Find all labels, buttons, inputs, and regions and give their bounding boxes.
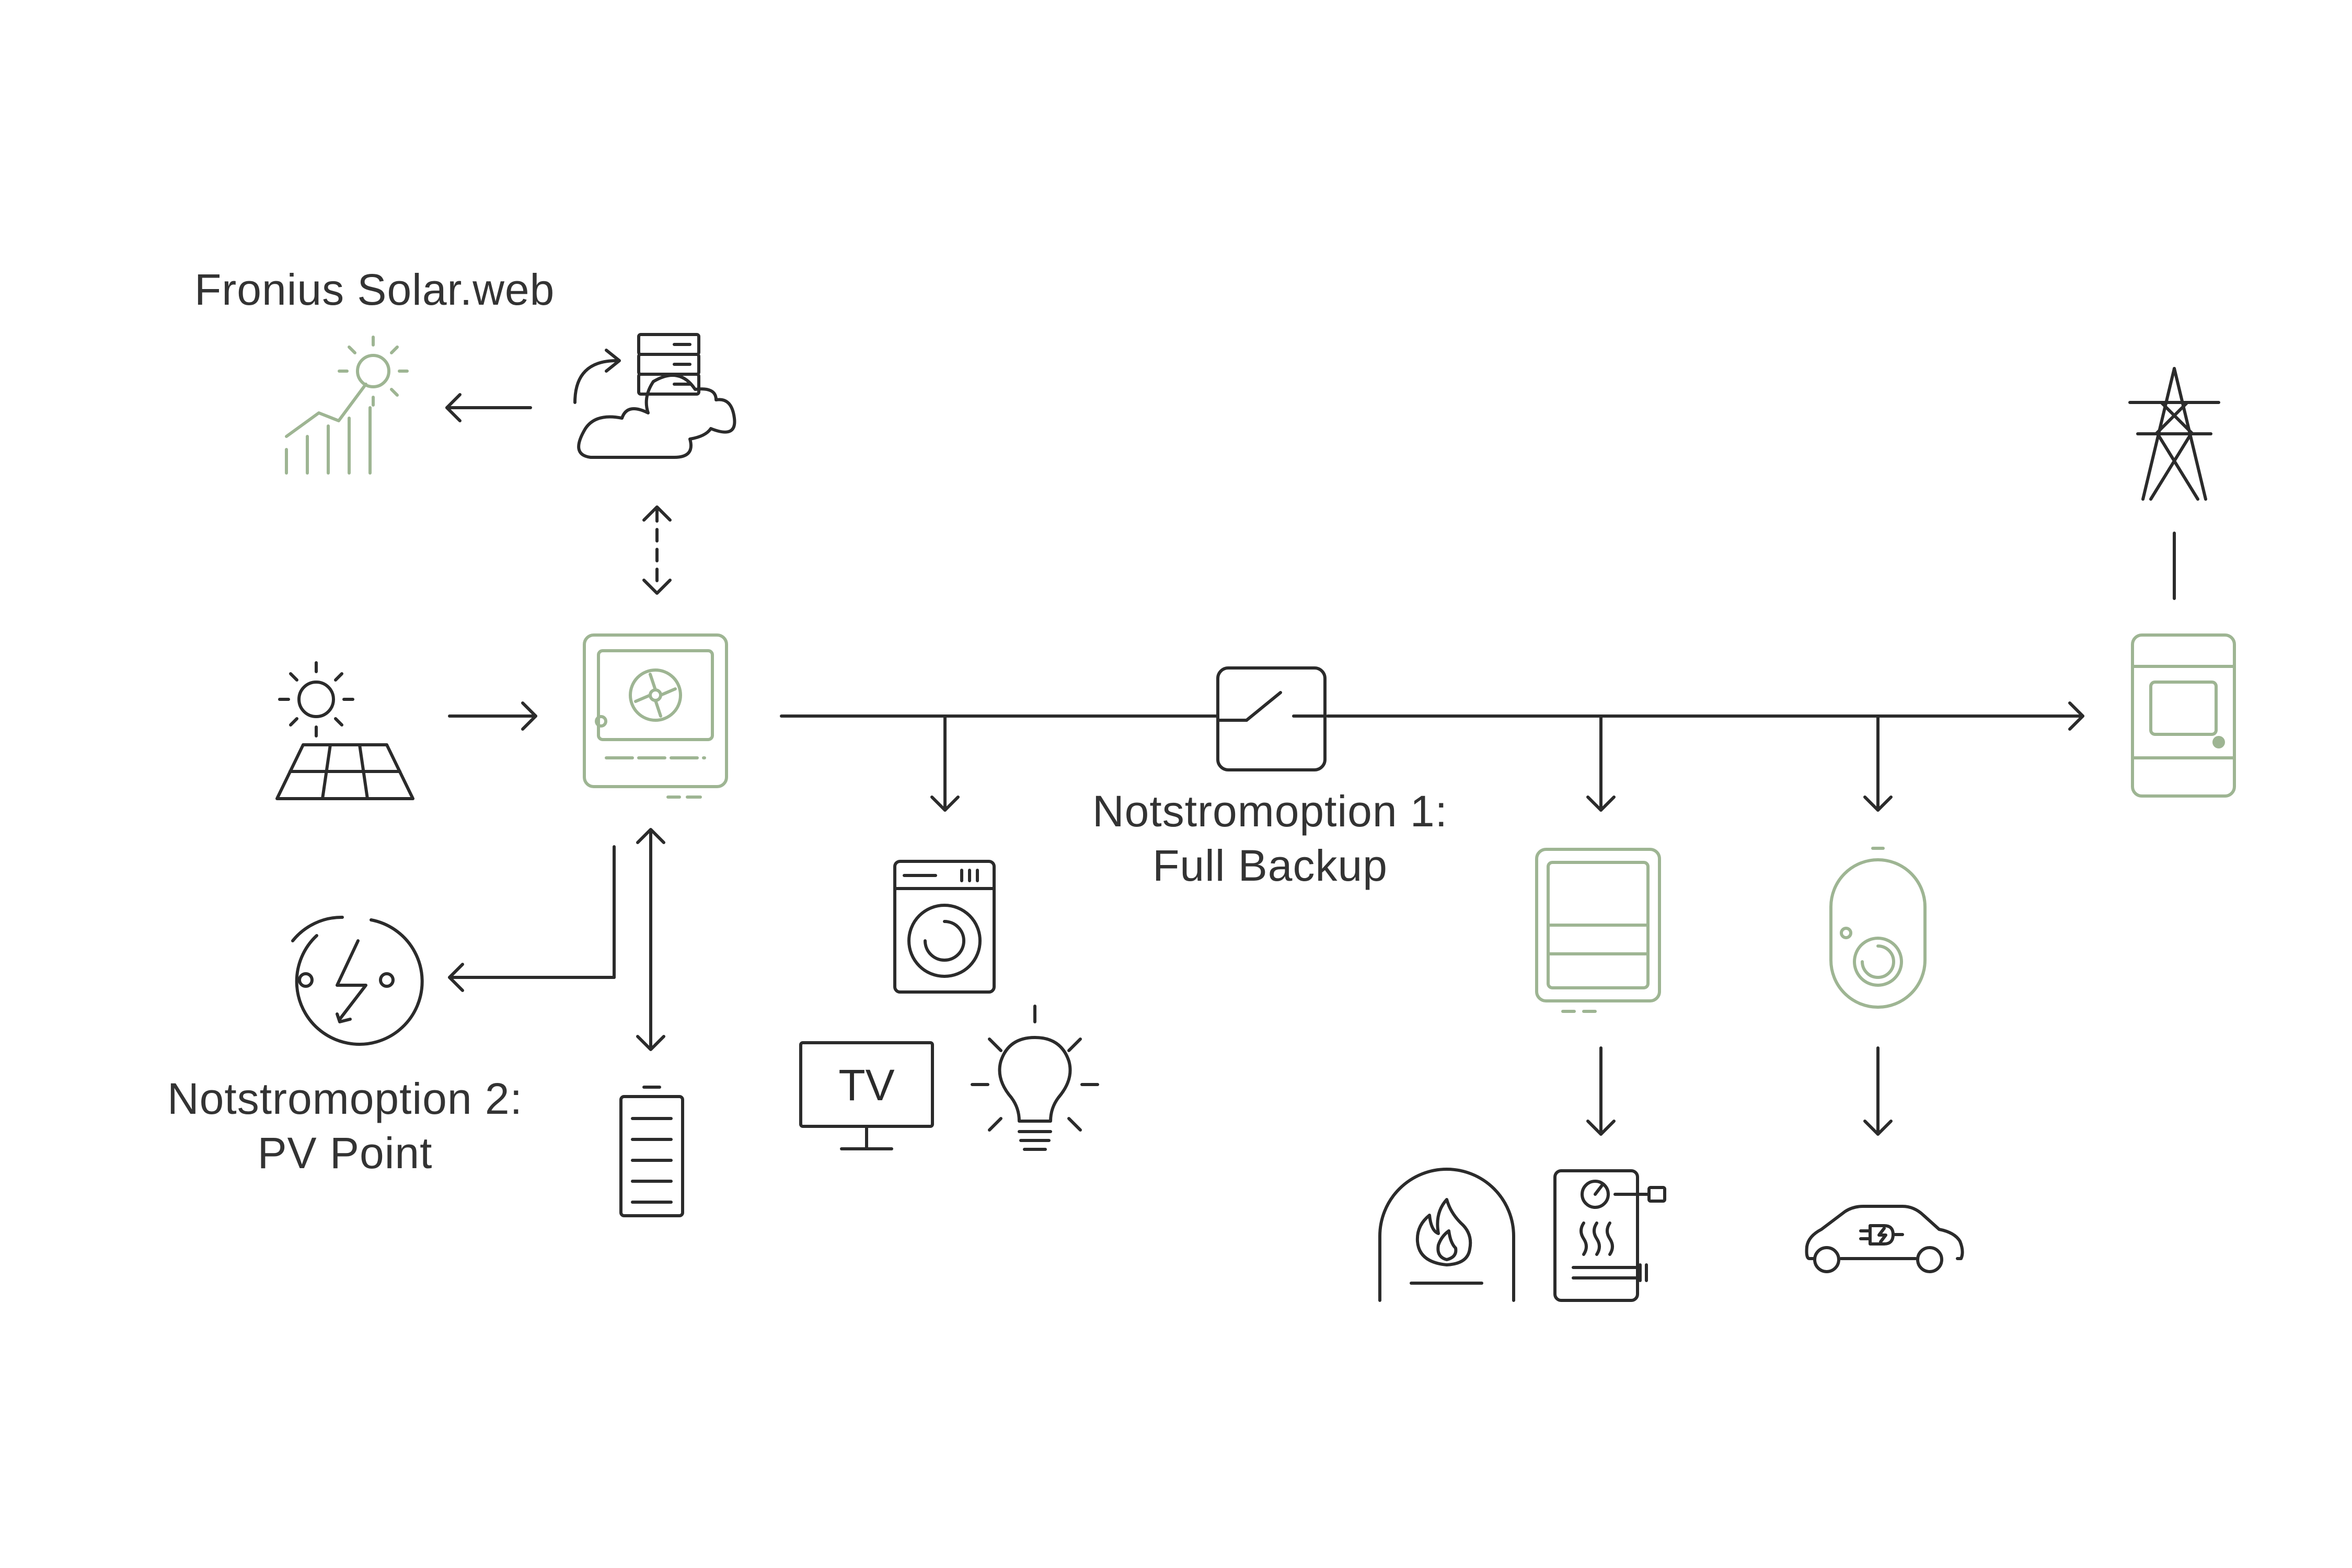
- arrow-inverter-battery: [636, 828, 665, 1051]
- backup-option-1-label: Notstromoption 1: Full Backup: [1066, 784, 1474, 893]
- arrow-heat-pump-to-devices: [1586, 1046, 1616, 1136]
- backup-option-2-subtitle: PV Point: [257, 1128, 433, 1178]
- solar-monitoring-chart-icon: [285, 336, 409, 475]
- tv-icon: TV: [799, 1041, 934, 1150]
- electric-car-icon: [1805, 1205, 1964, 1273]
- backup-option-1-subtitle: Full Backup: [1152, 841, 1388, 890]
- pv-point-socket-icon: [291, 915, 424, 1046]
- smart-meter-icon: [2131, 633, 2236, 798]
- backup-option-2-label: Notstromoption 2: PV Point: [141, 1071, 549, 1180]
- inverter-icon: [583, 633, 728, 799]
- cloud-server-icon: [573, 333, 736, 459]
- arrow-to-heat-pump: [1586, 716, 1616, 812]
- arrow-wallbox-to-car: [1863, 1046, 1893, 1136]
- arrow-solar-to-inverter: [448, 701, 537, 731]
- washing-machine-icon: [893, 860, 996, 994]
- dashed-arrow-cloud-inverter: [642, 505, 672, 595]
- arrow-to-appliances: [930, 716, 960, 812]
- battery-icon: [619, 1086, 684, 1217]
- sun-solar-panel-icon: [275, 661, 414, 800]
- light-bulb-icon: [971, 1005, 1099, 1151]
- wallbox-charger-icon: [1829, 847, 1927, 1009]
- backup-switch-icon: [1216, 666, 1327, 771]
- main-bus-line: [780, 701, 2084, 731]
- backup-option-1-title: Notstromoption 1:: [1092, 787, 1448, 836]
- arrow-to-wallbox: [1863, 716, 1893, 812]
- heating-flame-icon: [1378, 1168, 1515, 1302]
- arrow-inverter-to-pv-point: [448, 845, 616, 992]
- tv-label: TV: [838, 1060, 894, 1110]
- arrow-cloud-to-solarweb: [445, 393, 532, 422]
- backup-option-2-title: Notstromoption 2:: [167, 1074, 523, 1123]
- water-heater-icon: [1553, 1169, 1666, 1302]
- heat-pump-icon: [1535, 848, 1661, 1013]
- solarweb-label: Fronius Solar.web: [194, 265, 555, 314]
- grid-pylon-icon: [2128, 367, 2220, 600]
